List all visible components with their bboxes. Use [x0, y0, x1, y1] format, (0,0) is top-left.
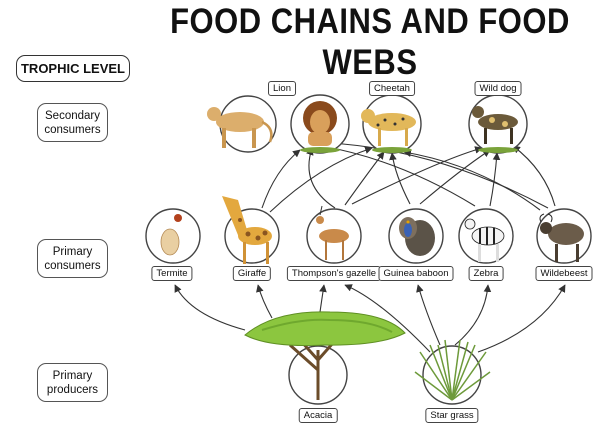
label-acacia: Acacia	[298, 408, 338, 423]
node-wild-dog	[468, 94, 528, 154]
label-termite: Termite	[151, 266, 193, 281]
label-zebra: Zebra	[468, 266, 504, 281]
arrow-zebra-wilddog	[489, 152, 501, 207]
level-label-line2: producers	[46, 383, 99, 396]
arrow-wildebeest-wilddog	[512, 145, 556, 207]
label-cheetah: Cheetah	[369, 81, 415, 96]
level-label-line1: Primary	[52, 245, 93, 258]
node-giraffe	[222, 196, 280, 264]
trophic-level-header: TROPHIC LEVEL	[16, 55, 130, 82]
label-wildebeest: Wildebeest	[535, 266, 593, 281]
arrow-gazelle-lion	[306, 147, 336, 209]
arrow-stargrass-gazelle	[344, 284, 431, 353]
node-star-grass	[414, 339, 491, 405]
node-wildebeest	[536, 208, 592, 264]
arrow-acacia-giraffe	[256, 284, 273, 319]
label-lion: Lion	[268, 81, 296, 96]
level-label-line2: consumers	[44, 259, 101, 272]
arrow-stargrass-wildebeest	[477, 284, 566, 353]
arrow-acacia-termite	[174, 284, 246, 331]
arrow-stargrass-baboon	[416, 284, 441, 346]
label-giraffe: Giraffe	[232, 266, 272, 281]
arrow-giraffe-cheetah	[269, 146, 373, 213]
level-label-line1: Secondary	[45, 109, 100, 122]
arrow-gazelle-cheetah	[344, 151, 385, 206]
arrow-stargrass-zebra	[454, 284, 492, 346]
node-acacia	[244, 311, 406, 405]
node-zebra	[458, 208, 514, 264]
level-label-line1: Primary	[52, 369, 93, 382]
arrows-to-predators	[261, 139, 556, 213]
node-baboon	[388, 208, 444, 264]
arrows-to-herbivores	[174, 284, 566, 353]
arrow-baboon-wilddog	[419, 149, 491, 205]
label-baboon: Guinea baboon	[378, 266, 454, 281]
label-star-grass: Star grass	[425, 408, 479, 423]
node-cheetah	[361, 94, 422, 154]
node-lion	[290, 94, 350, 154]
arrow-giraffe-lion	[261, 149, 301, 209]
label-wild-dog: Wild dog	[474, 81, 522, 96]
arrow-wildebeest-cheetah	[403, 149, 541, 211]
page-title: FOOD CHAINS AND FOOD WEBS	[170, 0, 570, 83]
level-label-line2: consumers	[44, 123, 101, 136]
node-gazelle	[306, 205, 362, 264]
node-termite	[145, 208, 201, 264]
arrow-wildebeest-lion	[329, 139, 549, 209]
arrow-zebra-lion	[321, 143, 476, 207]
arrow-acacia-gazelle	[319, 284, 327, 313]
arrow-gazelle-wilddog	[351, 146, 483, 205]
arrow-baboon-cheetah	[389, 152, 411, 205]
label-gazelle: Thompson's gazelle	[286, 266, 382, 281]
node-lioness	[207, 95, 277, 153]
